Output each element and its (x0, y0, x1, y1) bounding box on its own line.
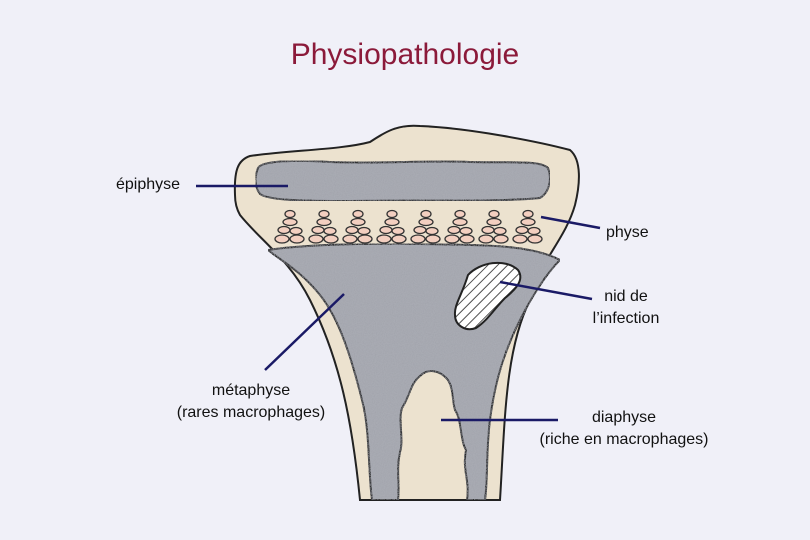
label-metaphyse: métaphyse (rares macrophages) (150, 380, 352, 424)
epiphysis-marrow (256, 161, 550, 201)
label-nid-infection: nid de l’infection (578, 286, 674, 330)
label-physe: physe (606, 222, 649, 244)
label-diaphyse: diaphyse (riche en macrophages) (518, 407, 730, 451)
label-epiphyse: épiphyse (116, 174, 180, 196)
